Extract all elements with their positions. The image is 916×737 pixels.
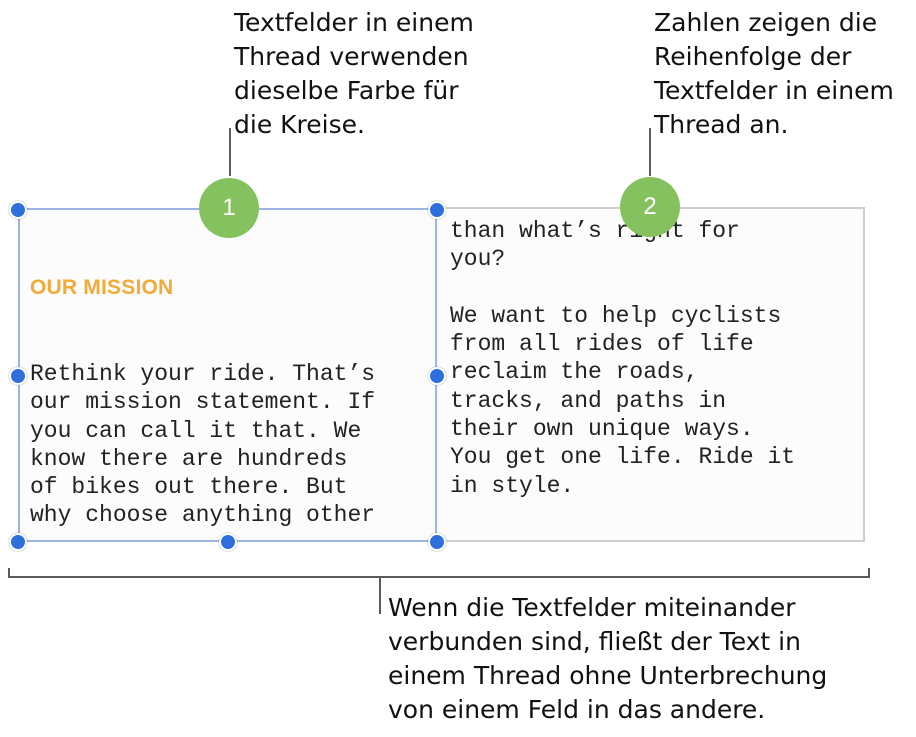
- callout-line: Thread an.: [654, 110, 789, 139]
- linked-text-box-2[interactable]: than what’s right for you? We want to he…: [437, 207, 865, 542]
- span-bracket-horizontal: [8, 576, 870, 578]
- text-box-1-body: Rethink your ride. That’s our mission st…: [30, 361, 376, 529]
- leader-line-thread-color: [229, 128, 231, 176]
- callout-line: dieselbe Farbe für: [234, 76, 459, 105]
- leader-line-linked-flow: [379, 576, 381, 614]
- callout-line: Zahlen zeigen die: [654, 8, 878, 37]
- mission-heading: OUR MISSION: [30, 276, 174, 299]
- resize-handle-top-right[interactable]: [428, 201, 446, 219]
- callout-line: Textfelder in einem: [234, 8, 474, 37]
- resize-handle-middle-left[interactable]: [9, 367, 27, 385]
- callout-line: Textfelder in einem: [654, 76, 894, 105]
- callout-numbers-order: Zahlen zeigen die Reihenfolge der Textfe…: [654, 6, 894, 142]
- resize-handle-top-left[interactable]: [9, 201, 27, 219]
- resize-handle-bottom-center[interactable]: [219, 533, 237, 551]
- resize-handle-bottom-right[interactable]: [428, 533, 446, 551]
- callout-linked-flow: Wenn die Textfelder miteinander verbunde…: [388, 591, 827, 727]
- callout-thread-color: Textfelder in einem Thread verwenden die…: [234, 6, 474, 142]
- thread-order-badge-2[interactable]: 2: [620, 177, 680, 237]
- callout-line: die Kreise.: [234, 110, 365, 139]
- resize-handle-middle-right[interactable]: [428, 367, 446, 385]
- callout-line: Thread verwenden: [234, 42, 469, 71]
- callout-line: einem Thread ohne Unterbrechung: [388, 661, 828, 690]
- linked-text-box-1[interactable]: OUR MISSION Rethink your ride. That’s ou…: [18, 208, 437, 542]
- leader-line-numbers-order: [649, 128, 651, 176]
- callout-line: verbunden sind, fließt der Text in: [388, 627, 801, 656]
- callout-line: Reihenfolge der: [654, 42, 852, 71]
- thread-order-badge-1[interactable]: 1: [199, 178, 259, 238]
- span-bracket-right-tick: [868, 568, 870, 578]
- text-box-2-body: than what’s right for you? We want to he…: [450, 218, 796, 499]
- callout-line: Wenn die Textfelder miteinander: [388, 593, 796, 622]
- span-bracket-left-tick: [8, 568, 10, 578]
- resize-handle-bottom-left[interactable]: [9, 533, 27, 551]
- callout-line: von einem Feld in das andere.: [388, 695, 766, 724]
